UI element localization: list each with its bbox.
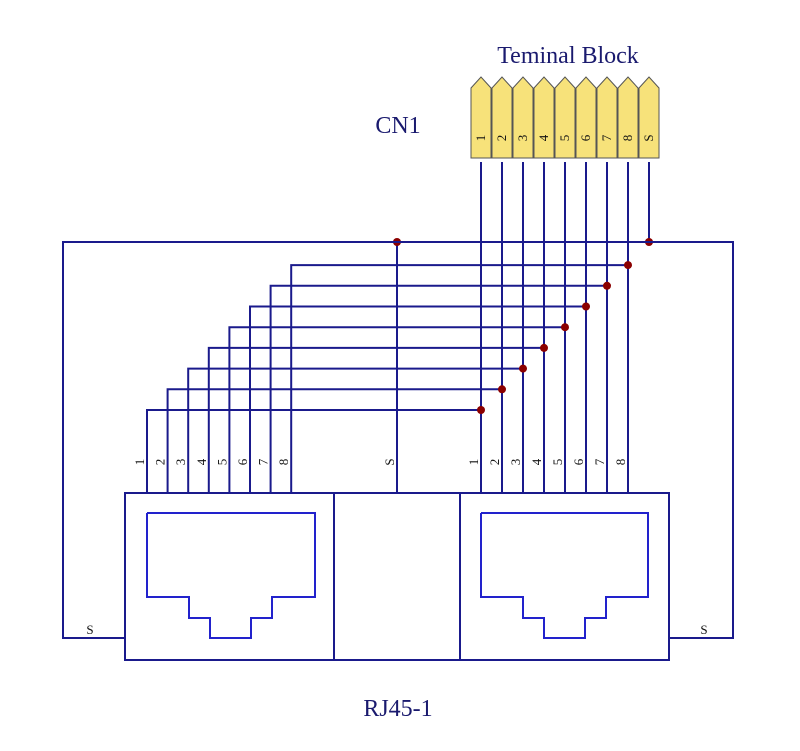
terminal-pin-4	[533, 76, 555, 159]
terminal-pin-label: 3	[515, 135, 530, 142]
left-jack-opening	[146, 512, 316, 639]
port-pin-label: 8	[276, 459, 291, 466]
bottom-label: RJ45-1	[363, 696, 432, 722]
port-pin-label: 2	[487, 459, 502, 466]
junction-dot	[540, 343, 548, 352]
wire-pin-2-left	[166, 388, 502, 493]
terminal-pin-label: 5	[557, 135, 572, 142]
port-pin-label: 2	[153, 459, 168, 466]
junction-dot	[477, 406, 485, 414]
wire-pin-4-left	[207, 346, 544, 493]
wire-pin-3-left	[187, 367, 523, 493]
terminal-pin-label: S	[641, 134, 656, 141]
terminal-block-title: Teminal Block	[497, 43, 639, 69]
junction-dot	[582, 302, 590, 311]
port-pin-label: 4	[194, 458, 209, 465]
port-pin-label: 7	[592, 458, 607, 465]
junction-dots	[393, 238, 653, 414]
port-pin-label: 1	[132, 459, 147, 466]
port-pin-label: 1	[466, 459, 481, 466]
terminal-pin-3	[512, 76, 534, 159]
port-pin-label: 5	[214, 459, 229, 466]
port-pin-label: 8	[613, 459, 628, 466]
terminal-pin-label: 4	[536, 134, 551, 141]
left-shield-label: S	[86, 622, 93, 637]
port-pin-label: S	[382, 458, 397, 465]
terminal-pin-s	[638, 76, 660, 159]
right-shield-label: S	[700, 622, 707, 637]
terminal-pin-label: 1	[473, 135, 488, 142]
junction-dot	[603, 281, 611, 290]
wire-pin-6-left	[249, 305, 586, 493]
port-pin-label: 4	[529, 458, 544, 465]
junction-dot	[624, 261, 632, 270]
port-pin-label: 6	[235, 458, 250, 465]
wire-pin-5-left	[228, 326, 565, 493]
port-pin-label: 7	[256, 458, 271, 465]
terminal-pin-label: 6	[578, 134, 593, 141]
terminal-pin-6	[575, 76, 597, 159]
terminal-pin-label: 2	[494, 135, 509, 142]
terminal-pin-5	[554, 76, 576, 159]
junction-dot	[561, 323, 569, 332]
rj45-housing	[124, 492, 670, 661]
terminal-pin-8	[617, 76, 639, 159]
wire-network	[146, 162, 650, 493]
shield-loop-wire	[62, 241, 734, 639]
junction-dot	[498, 385, 506, 394]
port-pin-label: 6	[571, 458, 586, 465]
terminal-pin-label: 7	[599, 134, 614, 141]
port-pin-label: 5	[550, 459, 565, 466]
port-pin-label: 3	[173, 459, 188, 466]
terminal-pin-2	[491, 76, 513, 159]
terminal-pin-7	[596, 76, 618, 159]
wire-pin-8-left	[290, 264, 628, 493]
terminal-pin-label: 8	[620, 135, 635, 142]
junction-dot	[519, 364, 527, 373]
right-jack-opening	[480, 512, 649, 639]
wire-pin-7-left	[269, 284, 607, 493]
connector-label: CN1	[375, 113, 420, 139]
wire-pin-1-left	[146, 409, 481, 493]
port-pin-label: 3	[508, 459, 523, 466]
terminal-pin-1	[470, 76, 492, 159]
